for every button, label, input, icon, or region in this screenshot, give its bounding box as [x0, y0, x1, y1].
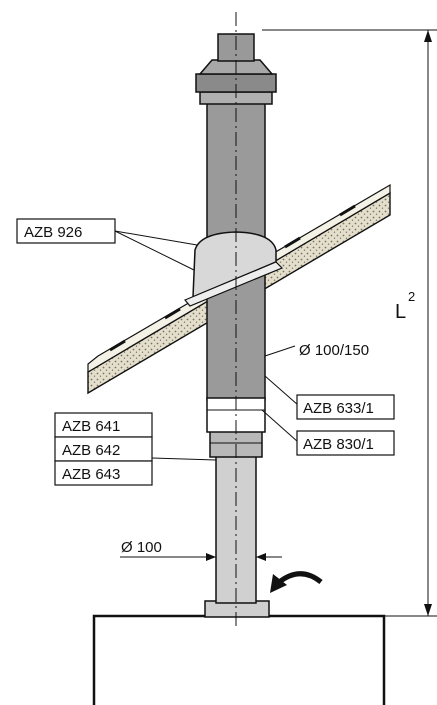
- l2-label: L: [395, 301, 406, 323]
- azb-633-text: AZB 633/1: [303, 400, 374, 417]
- label-azb-830: AZB 830/1: [261, 409, 395, 456]
- boiler-body: [92, 614, 386, 705]
- azb-642-text: AZB 642: [62, 442, 120, 459]
- label-azb-926: AZB 926: [16, 218, 198, 271]
- label-azb-633: AZB 633/1: [264, 375, 395, 420]
- dia-100-150-text: Ø 100/150: [299, 342, 369, 359]
- l2-subscript: 2: [408, 289, 415, 304]
- dia-100-dimension: Ø 100: [120, 539, 282, 561]
- l2-dimension: L 2: [262, 29, 437, 617]
- label-dia-100-150: Ø 100/150: [264, 342, 369, 359]
- azb-641-text: AZB 641: [62, 418, 120, 435]
- dia-100-text: Ø 100: [121, 539, 162, 556]
- azb-830-text: AZB 830/1: [303, 436, 374, 453]
- lower-flue-pipe: [204, 429, 270, 618]
- azb-643-text: AZB 643: [62, 466, 120, 483]
- azb-926-text: AZB 926: [24, 224, 82, 241]
- label-azb-641-643: AZB 641 AZB 642 AZB 643: [54, 412, 217, 486]
- flow-arrow-icon: [270, 571, 323, 593]
